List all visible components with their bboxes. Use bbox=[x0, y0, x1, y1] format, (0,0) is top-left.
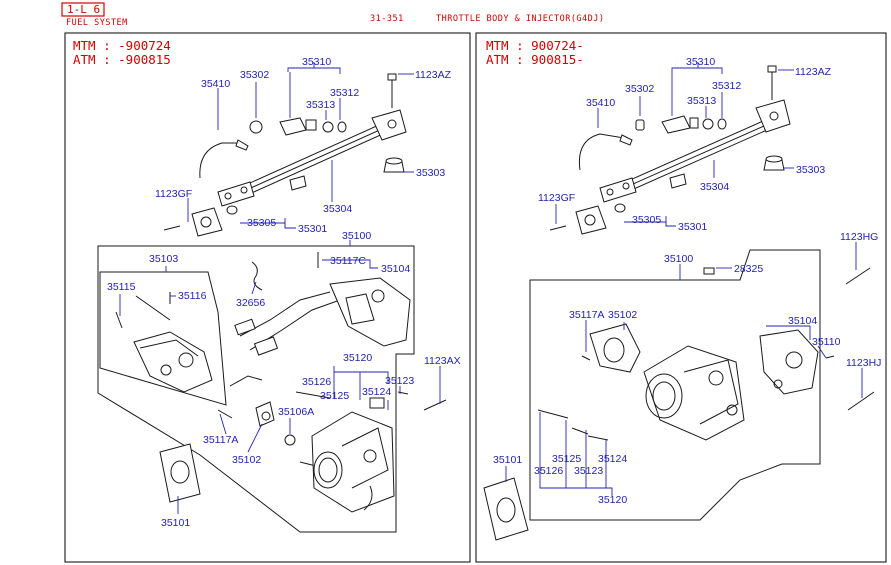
right-labels-top: 35410 35302 35310 35313 35312 1123AZ 353… bbox=[538, 56, 832, 233]
right-label-35302: 35302 bbox=[625, 83, 654, 95]
right-label-1123GF: 1123GF bbox=[538, 192, 575, 204]
left-atm-range: ATM : -900815 bbox=[73, 52, 171, 67]
right-atm-range: ATM : 900815- bbox=[486, 52, 584, 67]
right-label-35410: 35410 bbox=[586, 97, 615, 109]
left-label-35117A: 35117A bbox=[203, 434, 238, 446]
left-label-35312: 35312 bbox=[330, 87, 359, 99]
left-label-35100: 35100 bbox=[342, 230, 371, 242]
left-label-35303: 35303 bbox=[416, 167, 445, 179]
right-label-35120: 35120 bbox=[598, 494, 627, 506]
left-label-35305: 35305 bbox=[247, 217, 276, 229]
left-label-35104: 35104 bbox=[381, 263, 410, 275]
left-labels-bottom: 35100 35103 35117C 35104 35115 35116 326… bbox=[107, 230, 461, 529]
section-title: FUEL SYSTEM bbox=[66, 18, 128, 28]
right-label-1123HG: 1123HG bbox=[840, 231, 878, 243]
right-label-35101: 35101 bbox=[493, 454, 522, 466]
left-label-35313: 35313 bbox=[306, 99, 335, 111]
left-label-35120: 35120 bbox=[343, 352, 372, 364]
right-fuel-rail-drawing bbox=[549, 65, 791, 235]
left-label-35123: 35123 bbox=[385, 375, 414, 387]
right-leaders-bottom bbox=[505, 242, 863, 496]
right-throttle-group-outline bbox=[529, 249, 821, 521]
right-label-35301: 35301 bbox=[678, 221, 707, 233]
left-label-1123AX: 1123AX bbox=[424, 355, 461, 367]
right-label-35313: 35313 bbox=[687, 95, 716, 107]
right-label-35125: 35125 bbox=[552, 453, 581, 465]
left-label-35103: 35103 bbox=[149, 253, 178, 265]
right-label-35305: 35305 bbox=[632, 214, 661, 226]
left-fuel-rail-drawing bbox=[163, 73, 407, 237]
right-labels-bottom: 1123HG 35100 28325 35117A 35102 35104 35… bbox=[493, 231, 881, 506]
right-label-35110: 35110 bbox=[812, 336, 841, 348]
left-label-35101: 35101 bbox=[161, 517, 190, 529]
right-label-35126: 35126 bbox=[534, 465, 563, 477]
left-label-35115: 35115 bbox=[107, 281, 136, 293]
left-label-1123GF: 1123GF bbox=[155, 188, 192, 200]
page-title: THROTTLE BODY & INJECTOR(G4DJ) bbox=[436, 14, 605, 24]
right-label-35117A: 35117A bbox=[569, 309, 604, 321]
left-panel-frame bbox=[64, 32, 471, 563]
left-label-32656: 32656 bbox=[236, 297, 265, 309]
right-mtm-range: MTM : 900724- bbox=[486, 38, 584, 53]
right-label-35124: 35124 bbox=[598, 453, 627, 465]
right-label-35303: 35303 bbox=[796, 164, 825, 176]
right-label-35100: 35100 bbox=[664, 253, 693, 265]
right-panel: MTM : 900724- ATM : 900815- bbox=[483, 38, 881, 541]
left-leaders-top bbox=[187, 62, 414, 229]
right-label-35102: 35102 bbox=[608, 309, 637, 321]
left-throttle-group-outline bbox=[97, 245, 415, 533]
right-label-35304: 35304 bbox=[700, 181, 729, 193]
left-throttle-drawing bbox=[115, 252, 447, 513]
left-label-35302: 35302 bbox=[240, 69, 269, 81]
left-label-35117C: 35117C bbox=[330, 255, 366, 267]
right-label-1123AZ: 1123AZ bbox=[795, 66, 832, 78]
left-label-35126: 35126 bbox=[302, 376, 331, 388]
right-panel-frame bbox=[475, 32, 887, 563]
left-label-35102: 35102 bbox=[232, 454, 261, 466]
right-label-35310: 35310 bbox=[686, 56, 715, 68]
left-label-1123AZ: 1123AZ bbox=[415, 69, 452, 81]
left-mtm-range: MTM : -900724 bbox=[73, 38, 171, 53]
right-leaders-top bbox=[555, 62, 794, 227]
right-label-35104: 35104 bbox=[788, 315, 817, 327]
right-label-35312: 35312 bbox=[712, 80, 741, 92]
left-label-35116: 35116 bbox=[178, 290, 207, 302]
left-label-35410: 35410 bbox=[201, 78, 230, 90]
right-label-35123: 35123 bbox=[574, 465, 603, 477]
left-panel: MTM : -900724 ATM : -900815 bbox=[73, 38, 461, 533]
right-label-1123HJ: 1123HJ bbox=[846, 357, 881, 369]
left-label-35301: 35301 bbox=[298, 223, 327, 235]
left-label-35304: 35304 bbox=[323, 203, 352, 215]
left-labels-top: 35410 35302 35310 35313 35312 1123AZ 353… bbox=[155, 56, 452, 235]
left-label-35310: 35310 bbox=[302, 56, 331, 68]
left-leaders-bottom bbox=[119, 240, 441, 514]
right-throttle-drawing bbox=[483, 267, 875, 541]
right-label-28325: 28325 bbox=[734, 263, 763, 275]
left-label-35106A: 35106A bbox=[278, 406, 314, 418]
section-code-box bbox=[61, 2, 105, 17]
left-tps-subgroup-outline bbox=[99, 271, 227, 406]
section-code: 1-L 6 bbox=[67, 3, 100, 16]
page-ref: 31-351 bbox=[370, 14, 404, 24]
left-label-35125: 35125 bbox=[320, 390, 349, 402]
left-label-35124: 35124 bbox=[362, 386, 391, 398]
